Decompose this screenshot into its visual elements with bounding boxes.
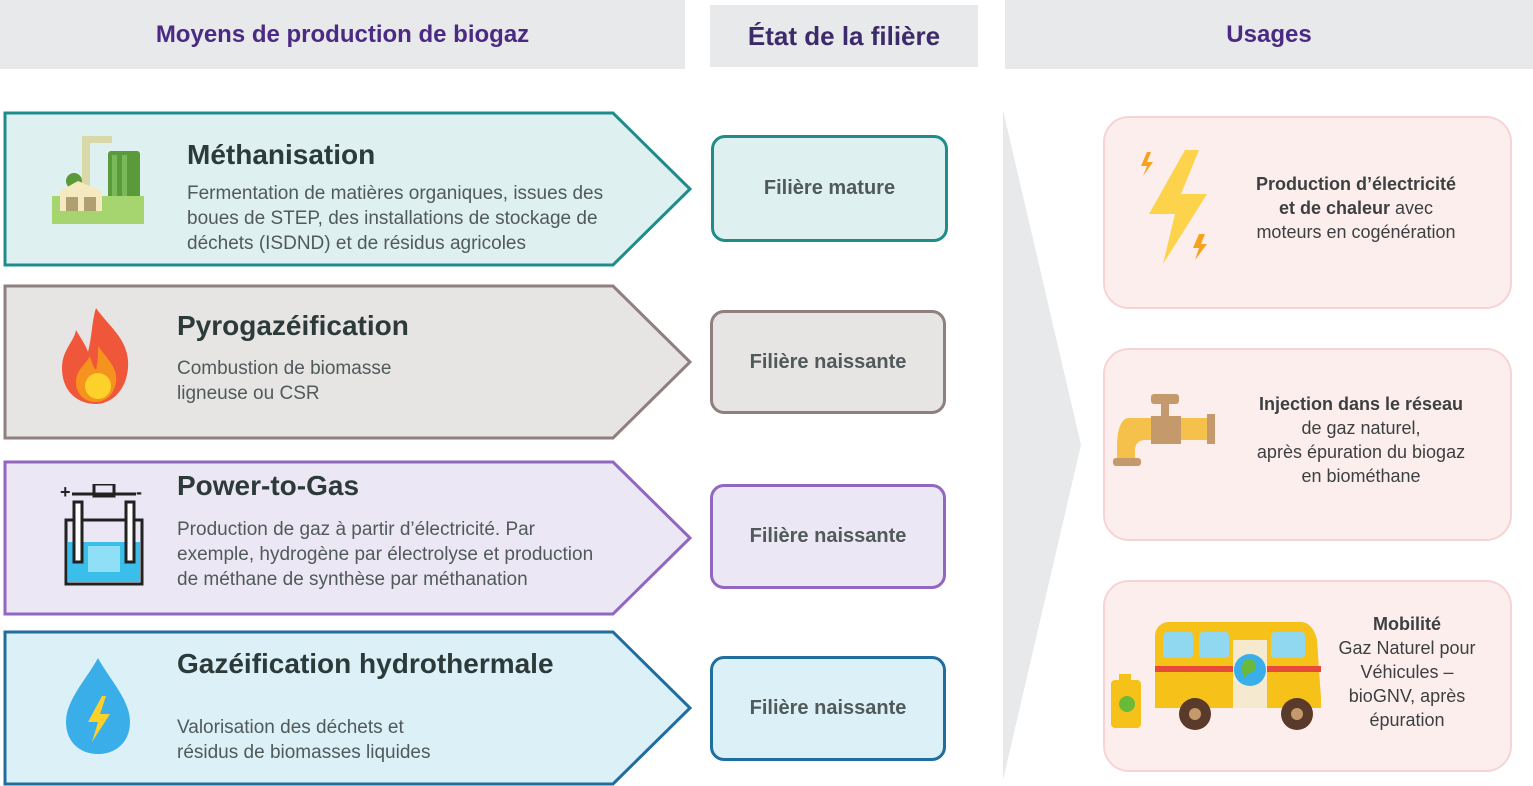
row-description: Valorisation des déchets et résidus de b…: [177, 715, 430, 765]
row-title: Power-to-Gas: [177, 470, 360, 501]
row-pyrogazeification: Pyrogazéification Combustion de biomasse…: [0, 284, 700, 444]
use-title-cont: et de chaleur: [1278, 198, 1390, 218]
status-badge-pyrogazeification: Filière naissante: [710, 310, 946, 414]
header-state: État de la filière: [710, 5, 978, 67]
desc-line: Production de gaz à partir d’électricité…: [177, 519, 536, 540]
row-title: Pyrogazéification: [177, 310, 409, 341]
use-card-injection: Injection dans le réseau de gaz naturel,…: [1103, 348, 1512, 541]
row-shape: [3, 460, 693, 616]
use-text-line: Véhicules –: [1360, 662, 1454, 682]
row-shape: [3, 111, 693, 267]
use-text-line: moteurs en cogénération: [1256, 222, 1456, 242]
use-text-line: avec: [1395, 198, 1434, 218]
use-card-electricity: Production d’électricité et de chaleur a…: [1103, 116, 1512, 309]
use-text: Injection dans le réseau de gaz naturel,…: [1231, 392, 1491, 488]
desc-line: de méthane de synthèse par méthanation: [177, 569, 528, 590]
row-description: Fermentation de matières organiques, iss…: [187, 181, 603, 256]
use-card-mobility: Mobilité Gaz Naturel pour Véhicules – bi…: [1103, 580, 1512, 772]
row-methanisation: Méthanisation Fermentation de matières o…: [0, 111, 700, 271]
use-text-line: de gaz naturel,: [1301, 418, 1421, 438]
use-text-line: en biométhane: [1301, 466, 1421, 486]
row-title: Gazéification hydrothermale: [177, 648, 554, 679]
desc-line: ligneuse ou CSR: [177, 383, 320, 404]
desc-line: Fermentation de matières organiques, iss…: [187, 183, 604, 204]
header-uses: Usages: [1005, 0, 1533, 69]
status-badge-methanisation: Filière mature: [711, 135, 948, 242]
row-description: Production de gaz à partir d’électricité…: [177, 517, 593, 592]
desc-line: exemple, hydrogène par électrolyse et pr…: [177, 544, 594, 565]
use-text: Production d’électricité et de chaleur a…: [1231, 172, 1481, 244]
use-text-line: bioGNV, après: [1348, 686, 1466, 706]
flame-icon: [62, 308, 129, 404]
svg-text:-: -: [136, 484, 142, 502]
row-shape: [3, 630, 693, 786]
row-description: Combustion de biomasse ligneuse ou CSR: [177, 356, 391, 406]
status-badge-gazeification: Filière naissante: [710, 656, 946, 761]
use-text-line: après épuration du biogaz: [1256, 442, 1466, 462]
use-title: Mobilité: [1373, 614, 1441, 634]
use-text-line: Gaz Naturel pour: [1338, 638, 1476, 658]
svg-text:+: +: [60, 484, 71, 502]
electrolysis-icon: + -: [60, 484, 144, 586]
row-power-to-gas: + - Power-to-Gas Production de gaz à par…: [0, 460, 700, 620]
row-title: Méthanisation: [187, 139, 376, 170]
water-energy-icon: [66, 658, 130, 754]
status-badge-power-to-gas: Filière naissante: [710, 484, 946, 589]
desc-line: Valorisation des déchets et: [177, 717, 404, 738]
desc-line: résidus de biomasses liquides: [177, 742, 431, 763]
desc-line: boues de STEP, des installations de stoc…: [187, 208, 598, 229]
bus-icon: [1111, 622, 1321, 730]
flow-arrow: [1003, 110, 1081, 780]
gas-tap-icon: [1113, 394, 1215, 466]
biogas-plant-icon: [52, 136, 144, 224]
desc-line: Combustion de biomasse: [177, 358, 392, 379]
row-shape: [3, 284, 693, 440]
use-title: Production d’électricité: [1255, 174, 1457, 194]
row-gazeification-hydrothermale: Gazéification hydrothermale Valorisation…: [0, 630, 700, 786]
desc-line: déchets (ISDND) et de résidus agricoles: [187, 233, 526, 254]
use-text: Mobilité Gaz Naturel pour Véhicules – bi…: [1327, 612, 1487, 732]
use-title: Injection dans le réseau: [1258, 394, 1464, 414]
lightning-icon: [1141, 150, 1207, 264]
use-text-line: épuration: [1369, 710, 1445, 730]
header-production: Moyens de production de biogaz: [0, 0, 685, 69]
